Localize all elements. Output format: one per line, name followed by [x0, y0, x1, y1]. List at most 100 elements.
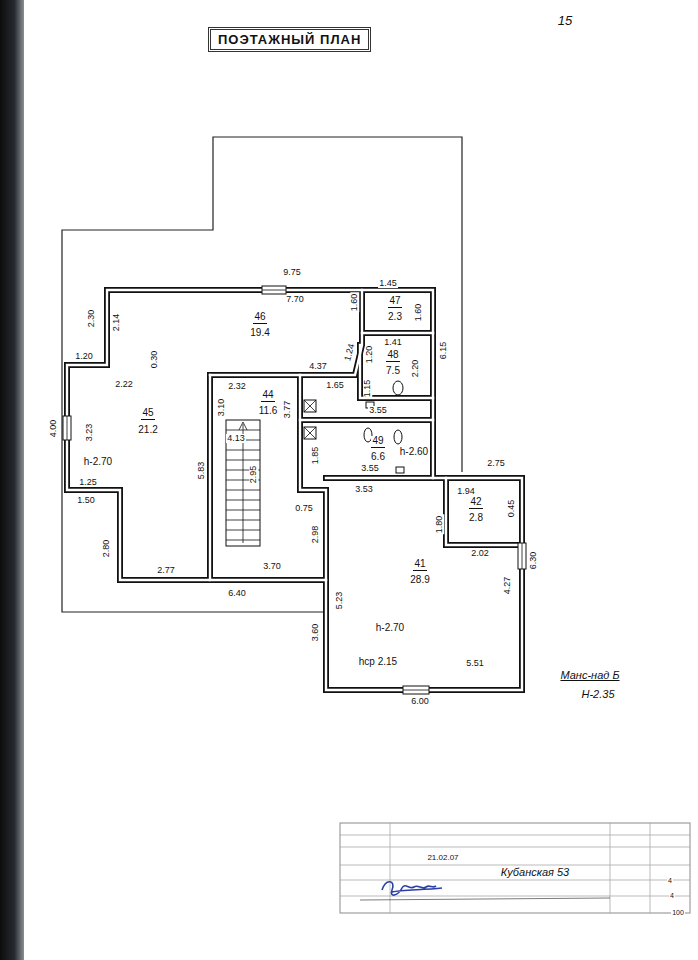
dimension: 6.30: [530, 550, 539, 570]
dimension: 0.30: [151, 349, 160, 369]
wall: [67, 290, 522, 690]
dimension: 1.60: [415, 302, 424, 322]
dimension: 4.27: [504, 575, 513, 595]
room-area: 11.6: [258, 406, 279, 417]
window-glass: [403, 690, 429, 691]
dimension: 2.80: [103, 538, 112, 558]
stamp-row: [340, 880, 690, 881]
dimension: 2.30: [88, 308, 97, 328]
note-text: Кубанская 53: [500, 867, 570, 878]
dimension: 4.00: [50, 418, 59, 438]
dimension: 1.94: [456, 487, 476, 496]
dimension: 6.40: [227, 589, 247, 598]
note-text: H-2.35: [580, 689, 615, 700]
fixtures: [304, 381, 404, 473]
note-text: 21.02.07: [426, 854, 459, 862]
room-area: 19.4: [249, 328, 270, 339]
note-text: Манс-над Б: [559, 670, 620, 681]
room-height: h-2.70: [375, 623, 405, 634]
dimension: 4.37: [308, 362, 328, 371]
wall-inner: [300, 419, 433, 421]
wall-inner: [300, 375, 326, 580]
dimension: 3.23: [86, 422, 95, 442]
room-number: 47: [388, 296, 401, 308]
dimension: 4.13: [226, 434, 246, 443]
dimension: 3.55: [360, 464, 380, 473]
note-text: 100: [671, 909, 685, 916]
dimension: 6.15: [440, 340, 449, 360]
dimension: 2.20: [412, 358, 421, 378]
window: [262, 286, 286, 294]
dimension: 3.77: [284, 399, 293, 419]
wall: [446, 478, 522, 545]
window: [518, 543, 526, 569]
dimension: 3.55: [368, 406, 388, 415]
room-number: 41: [413, 559, 426, 571]
dimension: 6.00: [410, 697, 430, 706]
stairs: [226, 420, 260, 546]
stamp-row: [340, 847, 690, 848]
dimension: 1.85: [312, 445, 321, 465]
dimension: 2.98: [312, 524, 321, 544]
stair-arrow-head: [239, 422, 247, 430]
room-number: 45: [141, 408, 154, 420]
dimension: 2.32: [227, 382, 247, 391]
room-number: 49: [371, 436, 384, 448]
fixture-cross: [304, 427, 316, 439]
dimension: 0.75: [294, 504, 314, 513]
room-area: 28.9: [409, 575, 430, 586]
dimension: 3.60: [312, 622, 321, 642]
dimension: 3.53: [354, 485, 374, 494]
room-area: 2.3: [387, 312, 403, 323]
dimension: 1.25: [78, 478, 98, 487]
dimension: 5.83: [198, 460, 207, 480]
dimension: 1.15: [364, 378, 373, 398]
room-area: 21.2: [137, 425, 158, 436]
dimension: 0.45: [508, 498, 517, 518]
room: 46 19.4: [112, 295, 357, 370]
dimension: 2.75: [486, 459, 506, 468]
stamp: [340, 823, 690, 913]
stamp-column: [610, 823, 611, 913]
stamp-row: [340, 865, 690, 866]
stamp-row: [340, 835, 690, 836]
room-area: 6.6: [370, 452, 386, 463]
room: 45 21.2 h-2.70: [72, 368, 207, 573]
room-number: 46: [253, 312, 266, 324]
sink: [396, 467, 404, 473]
window-glass: [67, 416, 68, 440]
wall: [359, 290, 365, 333]
dimension: 2.22: [114, 380, 134, 389]
window: [403, 686, 429, 694]
wall-inner: [67, 290, 522, 690]
signature: [382, 882, 442, 895]
wall: [360, 345, 433, 398]
room-height: h-2.70: [83, 457, 113, 468]
stamp-frame: [340, 823, 690, 913]
wall-inner: [361, 290, 363, 333]
dimension: 1.50: [76, 496, 96, 505]
room-number: 48: [386, 350, 399, 362]
stamp-rule: [360, 898, 610, 900]
dimension: 1.41: [383, 338, 403, 347]
stamp-column: [650, 823, 651, 913]
dimension: 9.75: [282, 268, 302, 277]
dimension: 2.77: [156, 566, 176, 575]
room-height: hср 2.15: [358, 657, 398, 668]
dimension: 1.80: [436, 514, 445, 534]
wall-inner: [209, 375, 211, 580]
room-area: 7.5: [385, 366, 401, 377]
fixture-box: [304, 427, 316, 439]
wall-inner: [360, 345, 433, 398]
dimension: 1.20: [366, 344, 375, 364]
wall-inner: [326, 477, 433, 479]
window: [63, 416, 71, 440]
toilet: [394, 430, 402, 444]
plan-title: ПОЭТАЖНЫЙ ПЛАН: [208, 27, 371, 52]
wall: [300, 375, 326, 580]
scan-edge: [0, 0, 24, 960]
room-number: 42: [469, 497, 482, 509]
stair-run: [226, 420, 260, 546]
room-height: h-2.60: [399, 447, 429, 458]
